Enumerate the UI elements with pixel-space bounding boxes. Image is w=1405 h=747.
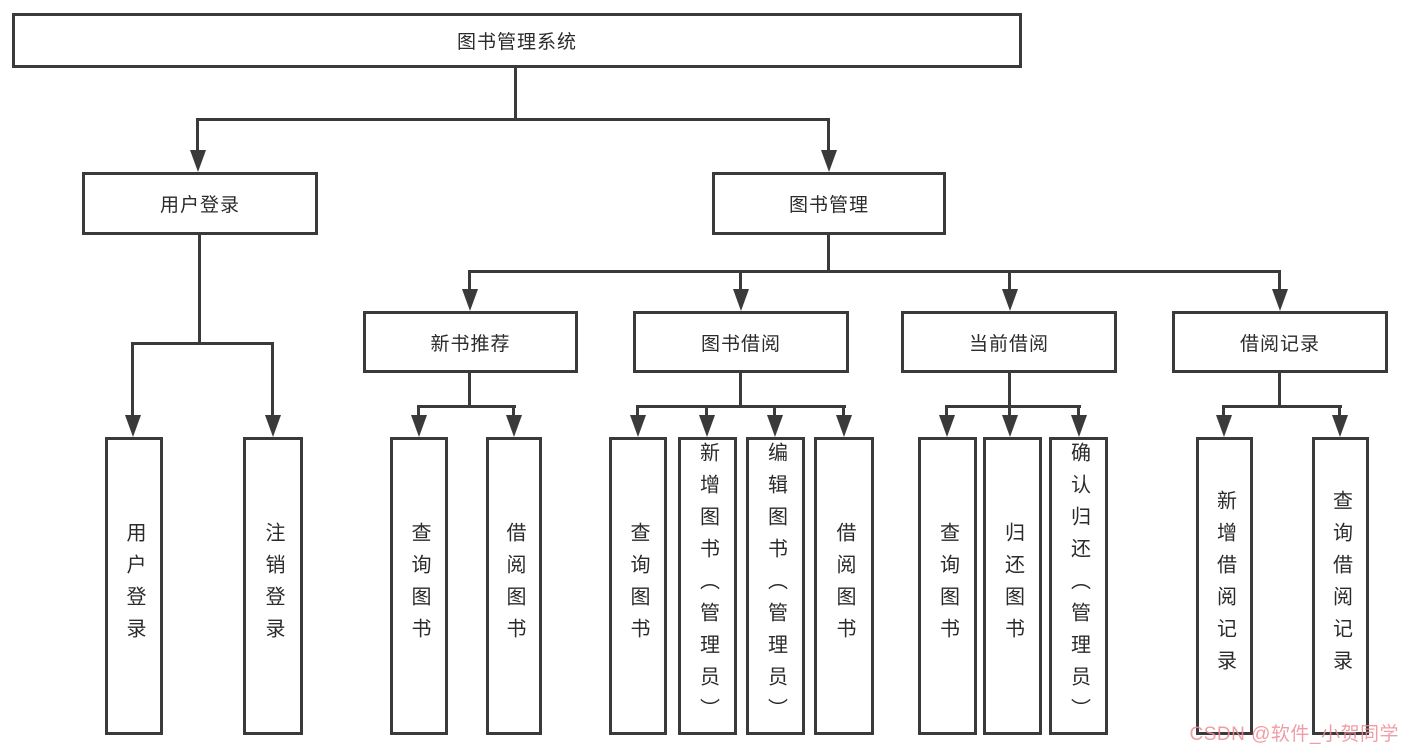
- connector: [1008, 272, 1011, 291]
- leaf-recommend-query-books-label: 查询图书: [408, 522, 430, 650]
- arrowhead-icon: [1002, 289, 1018, 311]
- connector: [827, 235, 830, 272]
- node-user-login-label: 用户登录: [159, 195, 240, 216]
- arrowhead-icon: [821, 150, 837, 172]
- connector: [945, 405, 1081, 408]
- arrowhead-icon: [836, 415, 852, 437]
- node-user-login: 用户登录: [82, 172, 318, 235]
- arrowhead-icon: [1272, 289, 1288, 311]
- leaf-current-query-books-label: 查询图书: [936, 522, 959, 650]
- arrowhead-icon: [767, 415, 783, 437]
- leaf-records-add-record: 新增借阅记录: [1196, 437, 1253, 735]
- node-book-management: 图书管理: [712, 172, 946, 235]
- arrowhead-icon: [699, 415, 715, 437]
- connector: [417, 405, 516, 408]
- connector: [468, 270, 1281, 273]
- connector: [842, 407, 845, 417]
- leaf-records-add-record-label: 新增借阅记录: [1213, 490, 1236, 682]
- arrowhead-icon: [462, 289, 478, 311]
- leaf-borrowing-add-books-admin: 新增图书（管理员）: [678, 437, 737, 735]
- connector: [1278, 272, 1281, 291]
- connector: [1077, 407, 1080, 417]
- connector: [636, 407, 639, 417]
- arrowhead-icon: [265, 415, 281, 437]
- connector: [1008, 407, 1011, 417]
- leaf-borrowing-edit-books-admin: 编辑图书（管理员）: [746, 437, 805, 735]
- leaf-user-login: 用户登录: [105, 437, 163, 735]
- node-book-borrowing: 图书借阅: [633, 311, 849, 373]
- leaf-records-query-record-label: 查询借阅记录: [1329, 490, 1352, 682]
- arrowhead-icon: [506, 415, 522, 437]
- connector: [512, 407, 515, 417]
- watermark: CSDN @软件_小贺同学: [1189, 724, 1399, 745]
- connector: [131, 344, 134, 417]
- connector: [1222, 407, 1225, 417]
- node-current-borrowing-label: 当前借阅: [968, 333, 1049, 355]
- connector: [945, 407, 948, 417]
- arrowhead-icon: [733, 289, 749, 311]
- node-root: 图书管理系统: [12, 13, 1022, 68]
- leaf-borrowing-borrow-books-label: 借阅图书: [833, 522, 855, 650]
- node-borrowing-records: 借阅记录: [1172, 311, 1388, 373]
- connector: [739, 373, 742, 407]
- leaf-logout: 注销登录: [243, 437, 303, 735]
- connector: [739, 272, 742, 291]
- node-book-management-label: 图书管理: [788, 195, 869, 216]
- leaf-current-return-books-label: 归还图书: [1001, 522, 1024, 650]
- connector: [1278, 373, 1281, 407]
- leaf-recommend-borrow-books-label: 借阅图书: [503, 522, 525, 650]
- arrowhead-icon: [939, 415, 955, 437]
- connector: [773, 407, 776, 417]
- arrowhead-icon: [1002, 415, 1018, 437]
- leaf-user-login-label: 用户登录: [123, 522, 145, 650]
- connector: [271, 344, 274, 417]
- leaf-recommend-query-books: 查询图书: [390, 437, 448, 735]
- arrowhead-icon: [190, 150, 206, 172]
- arrowhead-icon: [630, 415, 646, 437]
- connector: [1008, 373, 1011, 407]
- node-new-book-recommend-label: 新书推荐: [430, 333, 511, 355]
- leaf-current-confirm-return-admin: 确认归还（管理员）: [1049, 437, 1108, 735]
- arrowhead-icon: [125, 415, 141, 437]
- connector: [705, 407, 708, 417]
- arrowhead-icon: [1071, 415, 1087, 437]
- leaf-current-query-books: 查询图书: [918, 437, 977, 735]
- connector: [636, 405, 846, 408]
- node-root-label: 图书管理系统: [456, 32, 577, 53]
- node-book-borrowing-label: 图书借阅: [700, 333, 781, 355]
- connector: [1338, 407, 1341, 417]
- connector: [514, 68, 517, 120]
- leaf-borrowing-add-books-admin-label: 新增图书（管理员）: [696, 442, 719, 730]
- leaf-borrowing-query-books-label: 查询图书: [627, 522, 649, 650]
- connector: [198, 235, 201, 344]
- connector: [196, 118, 830, 121]
- connector: [417, 407, 420, 417]
- connector: [468, 373, 471, 407]
- leaf-current-return-books: 归还图书: [983, 437, 1042, 735]
- node-borrowing-records-label: 借阅记录: [1239, 333, 1320, 355]
- node-new-book-recommend: 新书推荐: [363, 311, 578, 373]
- leaf-current-confirm-return-admin-label: 确认归还（管理员）: [1067, 442, 1090, 730]
- node-current-borrowing: 当前借阅: [901, 311, 1117, 373]
- leaf-borrowing-query-books: 查询图书: [609, 437, 667, 735]
- leaf-recommend-borrow-books: 借阅图书: [486, 437, 542, 735]
- connector: [131, 342, 274, 345]
- arrowhead-icon: [411, 415, 427, 437]
- connector: [468, 272, 471, 291]
- leaf-borrowing-borrow-books: 借阅图书: [814, 437, 874, 735]
- arrowhead-icon: [1216, 415, 1232, 437]
- leaf-borrowing-edit-books-admin-label: 编辑图书（管理员）: [764, 442, 787, 730]
- leaf-records-query-record: 查询借阅记录: [1312, 437, 1369, 735]
- arrowhead-icon: [1332, 415, 1348, 437]
- connector: [1222, 405, 1342, 408]
- connector: [196, 120, 199, 154]
- leaf-logout-label: 注销登录: [262, 522, 284, 650]
- connector: [827, 120, 830, 154]
